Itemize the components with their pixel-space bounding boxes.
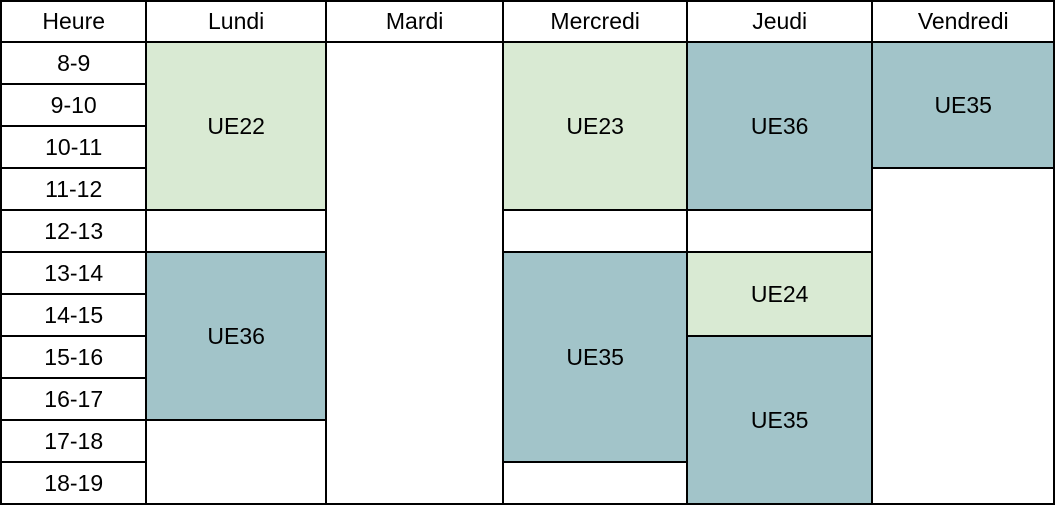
hour-cell: 8-9 <box>0 41 148 85</box>
header-day-vendredi: Vendredi <box>871 0 1055 43</box>
empty-cell-mardi <box>324 41 505 505</box>
hour-cell: 16-17 <box>0 377 148 421</box>
hour-cell: 9-10 <box>0 83 148 127</box>
hour-row: 18-19 <box>0 461 1054 505</box>
header-day-mardi: Mardi <box>324 0 505 43</box>
hour-cell: 15-16 <box>0 335 148 379</box>
hour-cell: 18-19 <box>0 461 148 505</box>
header-hour: Heure <box>0 0 148 43</box>
session-block-vendredi-ue35[interactable]: UE35 <box>871 41 1055 169</box>
header-day-mercredi: Mercredi <box>502 0 688 43</box>
hour-row: 17-18 <box>0 419 1054 505</box>
hour-row: 12-13 <box>0 209 1054 253</box>
session-block-jeudi-ue24[interactable]: UE24 <box>685 251 874 337</box>
hour-cell: 13-14 <box>0 251 148 295</box>
hour-row: 14-15 <box>0 293 1054 337</box>
hour-cell: 11-12 <box>0 167 148 211</box>
empty-cell-mercredi <box>502 209 688 253</box>
header-row: Heure Lundi Mardi Mercredi Jeudi Vendred… <box>0 0 1055 43</box>
hour-row: 8-9 UE22 UE23 UE36 UE35 <box>0 41 1055 505</box>
hour-row: 11-12 <box>0 167 1055 505</box>
hour-row: 10-11 <box>0 125 1054 169</box>
session-block-lundi-ue36[interactable]: UE36 <box>145 251 327 421</box>
session-block-lundi-ue22[interactable]: UE22 <box>145 41 327 211</box>
empty-cell-jeudi <box>685 209 874 253</box>
hour-cell: 14-15 <box>0 293 148 337</box>
hour-row: 9-10 <box>0 83 1054 127</box>
hour-cell: 17-18 <box>0 419 148 463</box>
empty-cell-vendredi <box>871 167 1055 505</box>
session-block-jeudi-ue35[interactable]: UE35 <box>685 335 874 505</box>
header-day-jeudi: Jeudi <box>685 0 874 43</box>
hour-row: 15-16 UE35 <box>0 335 1054 505</box>
header-day-lundi: Lundi <box>145 0 327 43</box>
session-block-mercredi-ue23[interactable]: UE23 <box>502 41 688 211</box>
session-block-jeudi-ue36[interactable]: UE36 <box>685 41 874 211</box>
session-block-mercredi-ue35[interactable]: UE35 <box>502 251 688 463</box>
hour-cell: 12-13 <box>0 209 148 253</box>
hour-cell: 10-11 <box>0 125 148 169</box>
hour-row: 16-17 <box>0 377 1054 421</box>
empty-cell-mercredi <box>502 461 688 505</box>
empty-cell-lundi <box>145 209 327 253</box>
empty-cell-lundi <box>145 419 327 505</box>
hour-row: 13-14 UE36 UE35 UE24 <box>0 251 1054 463</box>
